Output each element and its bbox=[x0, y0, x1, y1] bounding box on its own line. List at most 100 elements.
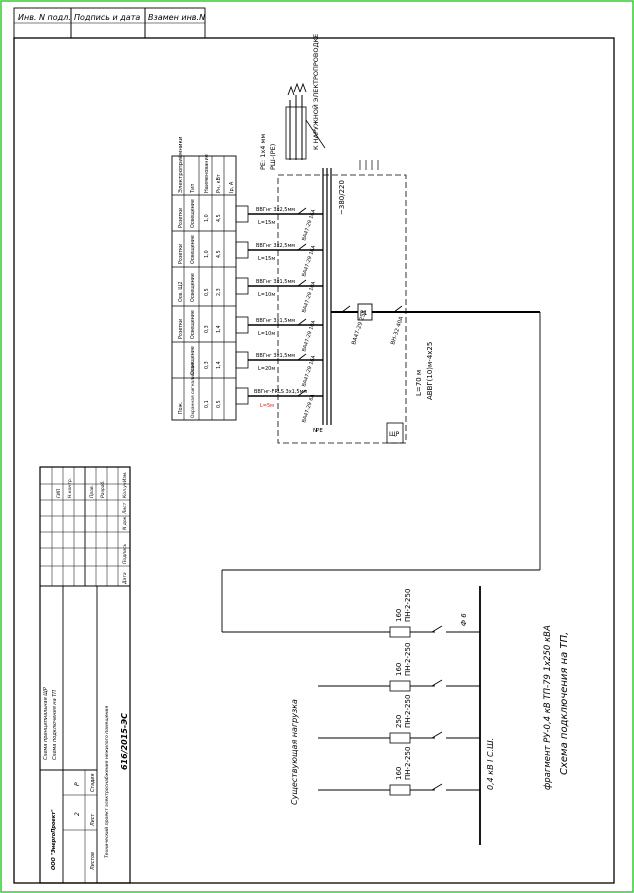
meter-label: Р1 bbox=[360, 310, 368, 317]
table-c5-power: 0,3 bbox=[204, 361, 210, 369]
table-c4-type: Розетки bbox=[178, 319, 184, 339]
stamp-cell-2: Подпись и дата bbox=[74, 13, 140, 22]
title-block: Изм. Кол.уч Лист N док. Подпись Дата Раз… bbox=[39, 466, 131, 884]
upper-schematic: К НАРУЖНОЙ ЭЛЕКТРОПРОВОДКЕ РШ-(РЕ) PE: 1… bbox=[235, 34, 541, 570]
tp-breaker-2-value: 160 bbox=[395, 663, 403, 676]
tb-role-4: ГИП bbox=[56, 488, 62, 498]
shchr-label: ЩР bbox=[389, 431, 400, 438]
line-6-length: L=5м bbox=[260, 403, 274, 409]
line-1-length: L=15м bbox=[258, 220, 275, 226]
table-c4-power: 0,3 bbox=[204, 325, 210, 333]
tp-breaker-1-value: 160 bbox=[395, 609, 403, 622]
table-c6-name: Охранная сигнализация bbox=[190, 361, 196, 418]
line-6-breaker: ВА47-29 6А bbox=[301, 393, 316, 424]
line-4-length: L=10м bbox=[258, 331, 275, 337]
table-c4-name: Освещение bbox=[190, 310, 196, 339]
line-5-length: L=20м bbox=[258, 366, 275, 372]
table-c5-current: 1,4 bbox=[216, 361, 222, 369]
bus-label: ~380/220 bbox=[338, 180, 346, 215]
load-table: Электроприёмники Тип Наименование Рн, кВ… bbox=[171, 136, 237, 421]
line-1-cable: ВВГнг 3х2,5мм bbox=[256, 207, 295, 213]
line-5-breaker: ВА47-29 16А bbox=[301, 354, 317, 388]
tb-header-4: N док. bbox=[122, 515, 128, 530]
line-6-cable: ВВГнг-FRLS 3х1,5мм bbox=[254, 389, 307, 395]
table-row-type: Тип bbox=[190, 183, 196, 194]
feeder-length: L=70 м bbox=[415, 370, 423, 396]
tb-stage-label: Стадия bbox=[90, 773, 96, 792]
table-c1-current: 4,5 bbox=[216, 214, 222, 222]
svg-text:PE: PE bbox=[316, 428, 323, 434]
table-c2-power: 1,0 bbox=[204, 250, 210, 258]
tb-drawing-2: Схема принципиальная ЩР bbox=[43, 687, 49, 760]
feeder-cable: АВВГ(10)м-4х25 bbox=[426, 342, 434, 400]
tb-header-6: Дата bbox=[122, 572, 128, 585]
tb-sheet: 2 bbox=[74, 812, 81, 816]
tb-role-1: Разраб. bbox=[100, 480, 106, 498]
table-c1-name: Освещение bbox=[190, 199, 196, 228]
tp-breaker-4-value: 160 bbox=[395, 767, 403, 780]
tb-role-2: Пров. bbox=[89, 485, 95, 498]
table-c2-current: 4,5 bbox=[216, 250, 222, 258]
tp-breaker-3-name: ПН-2-250 bbox=[404, 695, 412, 728]
table-c2-type: Розетки bbox=[178, 244, 184, 264]
tp-breaker-3-value: 250 bbox=[395, 715, 403, 728]
tp-breaker-2-name: ПН-2-250 bbox=[404, 643, 412, 676]
table-row-power: Рн, кВт bbox=[216, 174, 222, 193]
upper-note-1: РШ-(РЕ) bbox=[269, 144, 277, 170]
tb-stage: Р bbox=[74, 782, 81, 786]
tb-org: ООО "ЭнергоПроект" bbox=[51, 809, 57, 870]
phase-label: Ф 6 bbox=[460, 613, 468, 626]
tb-header-5: Подпись bbox=[122, 543, 128, 564]
upper-note-2: PE: 1х4 мм bbox=[259, 134, 267, 170]
line-2-breaker: ВА47-29 16А bbox=[301, 244, 317, 278]
line-2-cable: ВВГнг 3х2,5мм bbox=[256, 243, 295, 249]
existing-load: Существующая нагрузка bbox=[290, 699, 299, 805]
stamp-cell-3: Взамен инв.N bbox=[148, 13, 205, 22]
tb-doc-number: 616/2015-ЭС bbox=[120, 713, 129, 770]
switch-label: ВН-32 40А bbox=[390, 316, 405, 346]
tb-header-2: Кол.уч bbox=[122, 482, 128, 498]
table-c5-name: Освещение bbox=[190, 346, 196, 375]
table-c6-current: 0,5 bbox=[216, 400, 222, 408]
table-c6-type: Пож. bbox=[178, 402, 184, 414]
table-c3-power: 0,5 bbox=[204, 288, 210, 296]
tp-title-main: Схема подключения на ТП, bbox=[559, 632, 570, 775]
line-4-cable: ВВГнг 3х1,5мм bbox=[256, 318, 295, 324]
outgoing-lines: ВВГнг 3х2,5мм L=15м ВА47-29 16А ВВГнг 3х… bbox=[235, 205, 323, 424]
tb-sheets-label: Листов bbox=[90, 852, 96, 871]
table-header: Электроприёмники bbox=[178, 136, 184, 193]
table-c3-type: Осв. Щ2 bbox=[178, 281, 184, 302]
tp-schematic: ПН-2-250 160 ПН-2-250 160 ПН-2-250 250 П… bbox=[221, 569, 570, 845]
svg-text:N: N bbox=[313, 428, 317, 434]
table-c3-name: Освещение bbox=[190, 273, 196, 302]
table-row-name: Наименование bbox=[204, 154, 210, 193]
table-c2-name: Освещение bbox=[190, 235, 196, 264]
line-4-breaker: ВА47-29 10А bbox=[301, 319, 317, 353]
table-c4-current: 1,4 bbox=[216, 325, 222, 333]
table-c6-power: 0,1 bbox=[204, 400, 210, 408]
line-3-breaker: ВА47-29 10А bbox=[301, 280, 317, 314]
table-row-current: Iр, А bbox=[229, 181, 235, 193]
line-1-breaker: ВА47-29 16А bbox=[301, 208, 317, 242]
tb-sheet-label: Лист bbox=[90, 814, 96, 827]
main-breaker-label: ВА47-29 25А bbox=[351, 309, 368, 345]
line-2-length: L=15м bbox=[258, 256, 275, 262]
table-c1-power: 1,0 bbox=[204, 214, 210, 222]
line-3-length: L=10м bbox=[258, 292, 275, 298]
top-stamp: Инв. N подл. Подпись и дата Взамен инв.N bbox=[13, 7, 206, 39]
tp-title-sub: фрагмент РУ-0,4 кВ ТП-79 1х250 кВА bbox=[543, 625, 553, 790]
tb-role-3: Н.контр. bbox=[67, 478, 73, 498]
tp-breaker-1-name: ПН-2-250 bbox=[404, 589, 412, 622]
tb-drawing-1: Схема подключения на ТП bbox=[52, 690, 58, 760]
tb-object: Технический проект электроснабжения нежи… bbox=[104, 705, 110, 858]
tp-bus-label: 0,4 кВ I С.Ш. bbox=[486, 738, 495, 790]
tb-header-1: Изм. bbox=[122, 471, 128, 482]
stamp-cell-1: Инв. N подл. bbox=[18, 13, 71, 22]
tp-breaker-4-name: ПН-2-250 bbox=[404, 747, 412, 780]
tb-header-3: Лист bbox=[122, 502, 128, 515]
meter-box bbox=[357, 303, 373, 321]
line-5-cable: ВВГнг 3х1,5мм bbox=[256, 353, 295, 359]
